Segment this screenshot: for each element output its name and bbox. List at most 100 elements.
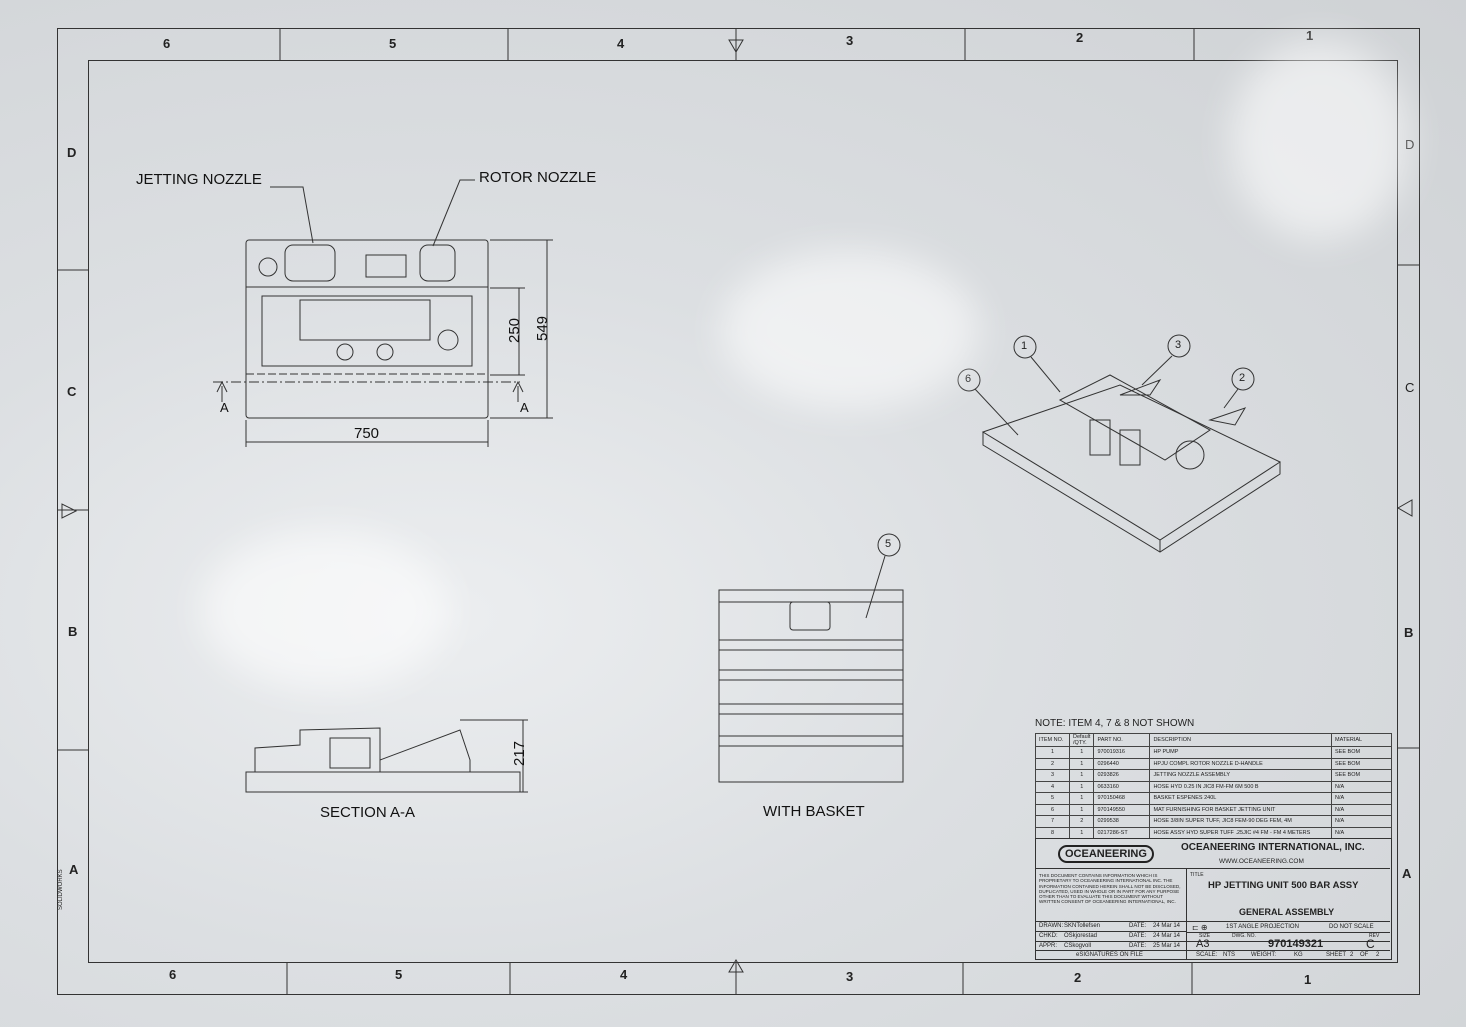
scale-value: NTS (1223, 952, 1235, 958)
bill-of-materials: ITEM NO. Default /QTY. PART NO. DESCRIPT… (1035, 733, 1392, 839)
bom-cell: 1 (1068, 757, 1095, 770)
bom-cell: SEE BOM (1331, 769, 1392, 782)
approved-label: APPR: (1039, 943, 1058, 949)
drawn-label: DRAWN: (1039, 923, 1064, 929)
zone-row: B (1404, 625, 1414, 640)
date-label: DATE: (1129, 933, 1147, 939)
scale-label: SCALE: (1196, 952, 1218, 958)
sheet-total: 2 (1376, 952, 1380, 958)
bom-cell: 0296440 (1093, 757, 1151, 770)
zone-row: A (69, 862, 79, 877)
dimension-750: 750 (354, 425, 380, 442)
bom-cell: N/A (1331, 815, 1392, 828)
company-website: WWW.OCEANEERING.COM (1219, 858, 1304, 865)
bom-cell: 5 (1035, 792, 1070, 805)
drawing-subtitle: GENERAL ASSEMBLY (1239, 907, 1335, 917)
zone-dividers (57, 28, 1420, 995)
bom-cell: 1 (1068, 803, 1095, 816)
bom-header: ITEM NO. (1035, 733, 1070, 747)
bom-cell: 8 (1035, 826, 1070, 839)
checked-by: OSkjorestad (1064, 933, 1098, 939)
zone-col: 1 (1304, 972, 1312, 987)
drawing-number: 970149321 (1268, 938, 1324, 950)
bom-cell: HPJU COMPL ROTOR NOZZLE D-HANDLE (1149, 757, 1332, 770)
bom-cell: SEE BOM (1331, 746, 1392, 759)
drawn-by: SKNTollefsen (1064, 923, 1101, 929)
weight-label: WEIGHT: (1251, 952, 1276, 958)
bom-cell: HP PUMP (1149, 746, 1332, 759)
bom-cell: SEE BOM (1331, 757, 1392, 770)
bom-cell: HOSE ASSY HYD SUPER TUFF .25JIC #4 FM - … (1149, 826, 1332, 839)
bom-cell: N/A (1331, 803, 1392, 816)
bom-cell: 2 (1068, 815, 1095, 828)
zone-col: 2 (1074, 970, 1082, 985)
bom-header: Default /QTY. (1068, 733, 1095, 747)
section-mark-left: A (220, 400, 229, 415)
date-label: DATE: (1129, 943, 1147, 949)
bom-cell: MAT FURNISHING FOR BASKET JETTING UNIT (1149, 803, 1332, 816)
bom-cell: 0299538 (1093, 815, 1151, 828)
zone-row: C (67, 384, 77, 399)
bom-cell: JETTING NOZZLE ASSEMBLY (1149, 769, 1332, 782)
checked-date: 24 Mar 14 (1153, 933, 1181, 939)
zone-col: 4 (617, 36, 625, 51)
balloon-1: 1 (1021, 340, 1028, 352)
sheet-number: 2 (1350, 952, 1354, 958)
zone-col: 4 (620, 967, 628, 982)
bom-cell: N/A (1331, 780, 1392, 793)
dimension-217: 217 (511, 740, 529, 767)
dimension-549: 549 (534, 315, 552, 342)
dimension-250: 250 (506, 317, 524, 344)
bom-cell: N/A (1331, 792, 1392, 805)
bom-cell: 0293826 (1093, 769, 1151, 782)
zone-col: 3 (846, 969, 854, 984)
drawing-border-inner (88, 60, 1398, 963)
section-mark-right: A (520, 400, 529, 415)
bom-cell: 4 (1035, 780, 1070, 793)
title-label: TITLE (1190, 872, 1204, 878)
basket-view (718, 533, 904, 783)
bom-cell: HOSE HYD 0.25 IN JIC8 FM-FM 6M 500 B (1149, 780, 1332, 793)
zone-row: B (68, 624, 78, 639)
bom-cell: 3 (1035, 769, 1070, 782)
basket-view-title: WITH BASKET (763, 803, 865, 820)
dwg-no-label: DWG. NO. (1232, 933, 1256, 939)
checked-label: CHKD: (1039, 933, 1058, 939)
bom-cell: 1 (1068, 826, 1095, 839)
bom-header: PART NO. (1093, 733, 1151, 747)
bom-cell: 970149550 (1093, 803, 1151, 816)
bom-cell: 1 (1068, 780, 1095, 793)
projection-symbol-icon: ⊏ ⊕ (1192, 923, 1208, 932)
bom-cell: 0217286-ST (1093, 826, 1151, 839)
zone-row: A (1402, 866, 1412, 881)
bom-cell: 1 (1035, 746, 1070, 759)
rev-label: REV (1369, 933, 1380, 939)
projection-label: 1ST ANGLE PROJECTION (1226, 924, 1299, 930)
revision: C (1366, 937, 1375, 951)
do-not-scale: DO NOT SCALE (1329, 924, 1374, 930)
esignatures-note: eSIGNATURES ON FILE (1076, 952, 1143, 958)
balloon-2: 2 (1239, 372, 1246, 384)
top-view (213, 179, 553, 447)
size-label: SIZE (1199, 933, 1211, 939)
isometric-view (957, 334, 1282, 553)
oceaneering-logo: OCEANEERING (1058, 845, 1154, 863)
bom-header-row: ITEM NO. Default /QTY. PART NO. DESCRIPT… (1035, 733, 1392, 747)
zone-col: 1 (1306, 28, 1314, 43)
bom-cell: 6 (1035, 803, 1070, 816)
bom-header: MATERIAL (1331, 733, 1392, 747)
drawing-title: HP JETTING UNIT 500 BAR ASSY (1208, 880, 1359, 891)
jetting-nozzle-label: JETTING NOZZLE (136, 171, 262, 188)
balloon-5: 5 (885, 538, 892, 550)
approved-by: CSkogvoll (1064, 943, 1092, 949)
section-title: SECTION A-A (320, 804, 416, 821)
zone-col: 6 (163, 36, 171, 51)
